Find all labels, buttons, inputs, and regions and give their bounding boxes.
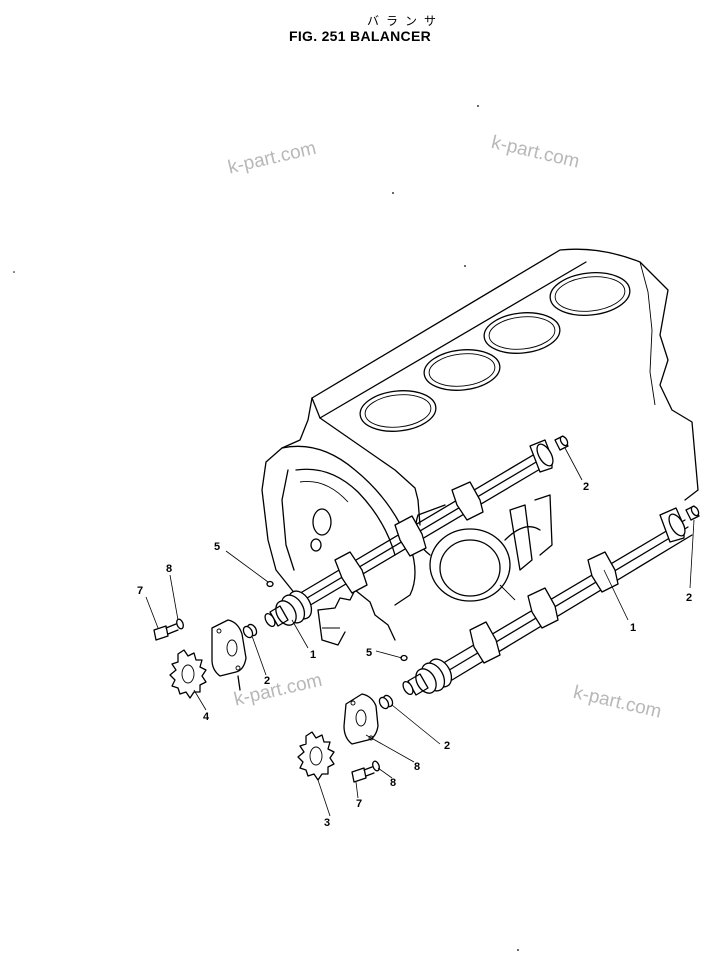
callout-plug: 2 (583, 481, 589, 493)
scan-specks (13, 105, 519, 951)
callout-bolt: 7 (356, 798, 362, 810)
callout-gear: 4 (203, 711, 210, 723)
cover-lower (343, 693, 379, 745)
washer-left (176, 618, 184, 630)
callout-washer: 8 (166, 563, 172, 575)
figure-title: FIG. 251 BALANCER (288, 28, 431, 44)
bolt-left (153, 623, 179, 641)
plug-far-right (685, 505, 700, 521)
figure-title-japanese: バランサ (366, 14, 443, 28)
callout-pin: 5 (214, 541, 220, 553)
pin-upper (266, 580, 274, 588)
balancer-shaft-upper (264, 439, 554, 628)
callout-balancer-shaft: 1 (310, 649, 316, 661)
plug-upper-right (554, 435, 569, 451)
callout-labels: 2 2 1 1 5 5 7 8 2 4 2 8 8 7 3 (137, 481, 692, 829)
callout-gear: 3 (324, 817, 330, 829)
bolt-lower (351, 766, 375, 783)
leader-lines (145, 447, 695, 817)
callout-bolt: 7 (137, 585, 143, 597)
callout-washer: 8 (390, 777, 396, 789)
spacer-left (242, 623, 258, 639)
cover-left (211, 619, 247, 691)
callout-cover: 8 (414, 761, 420, 773)
gear-left (169, 649, 207, 699)
callout-balancer-shaft: 1 (630, 622, 636, 634)
spacer-lower (378, 694, 394, 710)
callout-plug: 2 (444, 740, 450, 752)
gear-lower (297, 731, 335, 781)
callout-pin: 5 (366, 647, 372, 659)
washer-lower (372, 760, 380, 772)
balancer-shaft-lower (402, 507, 693, 696)
callout-plug: 2 (686, 592, 692, 604)
callout-plug: 2 (264, 675, 270, 687)
